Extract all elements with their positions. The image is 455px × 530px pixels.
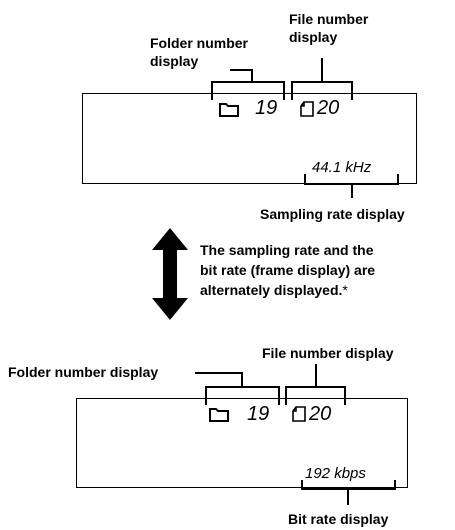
file-bracket-top [291, 81, 353, 100]
sampling-rate-value: 44.1 kHz [312, 159, 372, 176]
sampling-rate-label: Sampling rate display [260, 206, 405, 222]
display-panel-bottom [76, 398, 408, 488]
bitrate-bracket-bottom [301, 480, 396, 490]
file-number-bottom: 20 [309, 403, 332, 425]
file-number: 20 [317, 97, 340, 119]
folder-number: 19 [255, 97, 278, 119]
file-number-label: File number display [289, 11, 369, 45]
folder-bracket-top [211, 81, 285, 100]
file-icon [300, 101, 314, 117]
sampling-bracket-top [304, 174, 399, 185]
folder-number-label: Folder number display [150, 35, 249, 69]
bitrate-value: 192 kbps [305, 465, 366, 482]
display-panel-top [82, 93, 417, 184]
folder-icon [209, 408, 229, 422]
folder-leader-top [230, 69, 253, 82]
folder-number-bottom: 19 [247, 403, 270, 425]
folder-icon [219, 103, 239, 117]
alternate-display-note: The sampling rate and the bit rate (fram… [200, 242, 376, 298]
file-number-label-bottom: File number display [262, 345, 394, 361]
folder-leader-bottom [195, 372, 243, 387]
file-icon [292, 406, 306, 422]
asterisk: * [342, 282, 348, 298]
folder-bracket-bottom [205, 386, 280, 405]
file-bracket-bottom [285, 386, 346, 405]
double-arrow-icon [152, 228, 188, 320]
bitrate-label: Bit rate display [288, 511, 389, 527]
folder-number-label-bottom: Folder number display [8, 364, 159, 380]
